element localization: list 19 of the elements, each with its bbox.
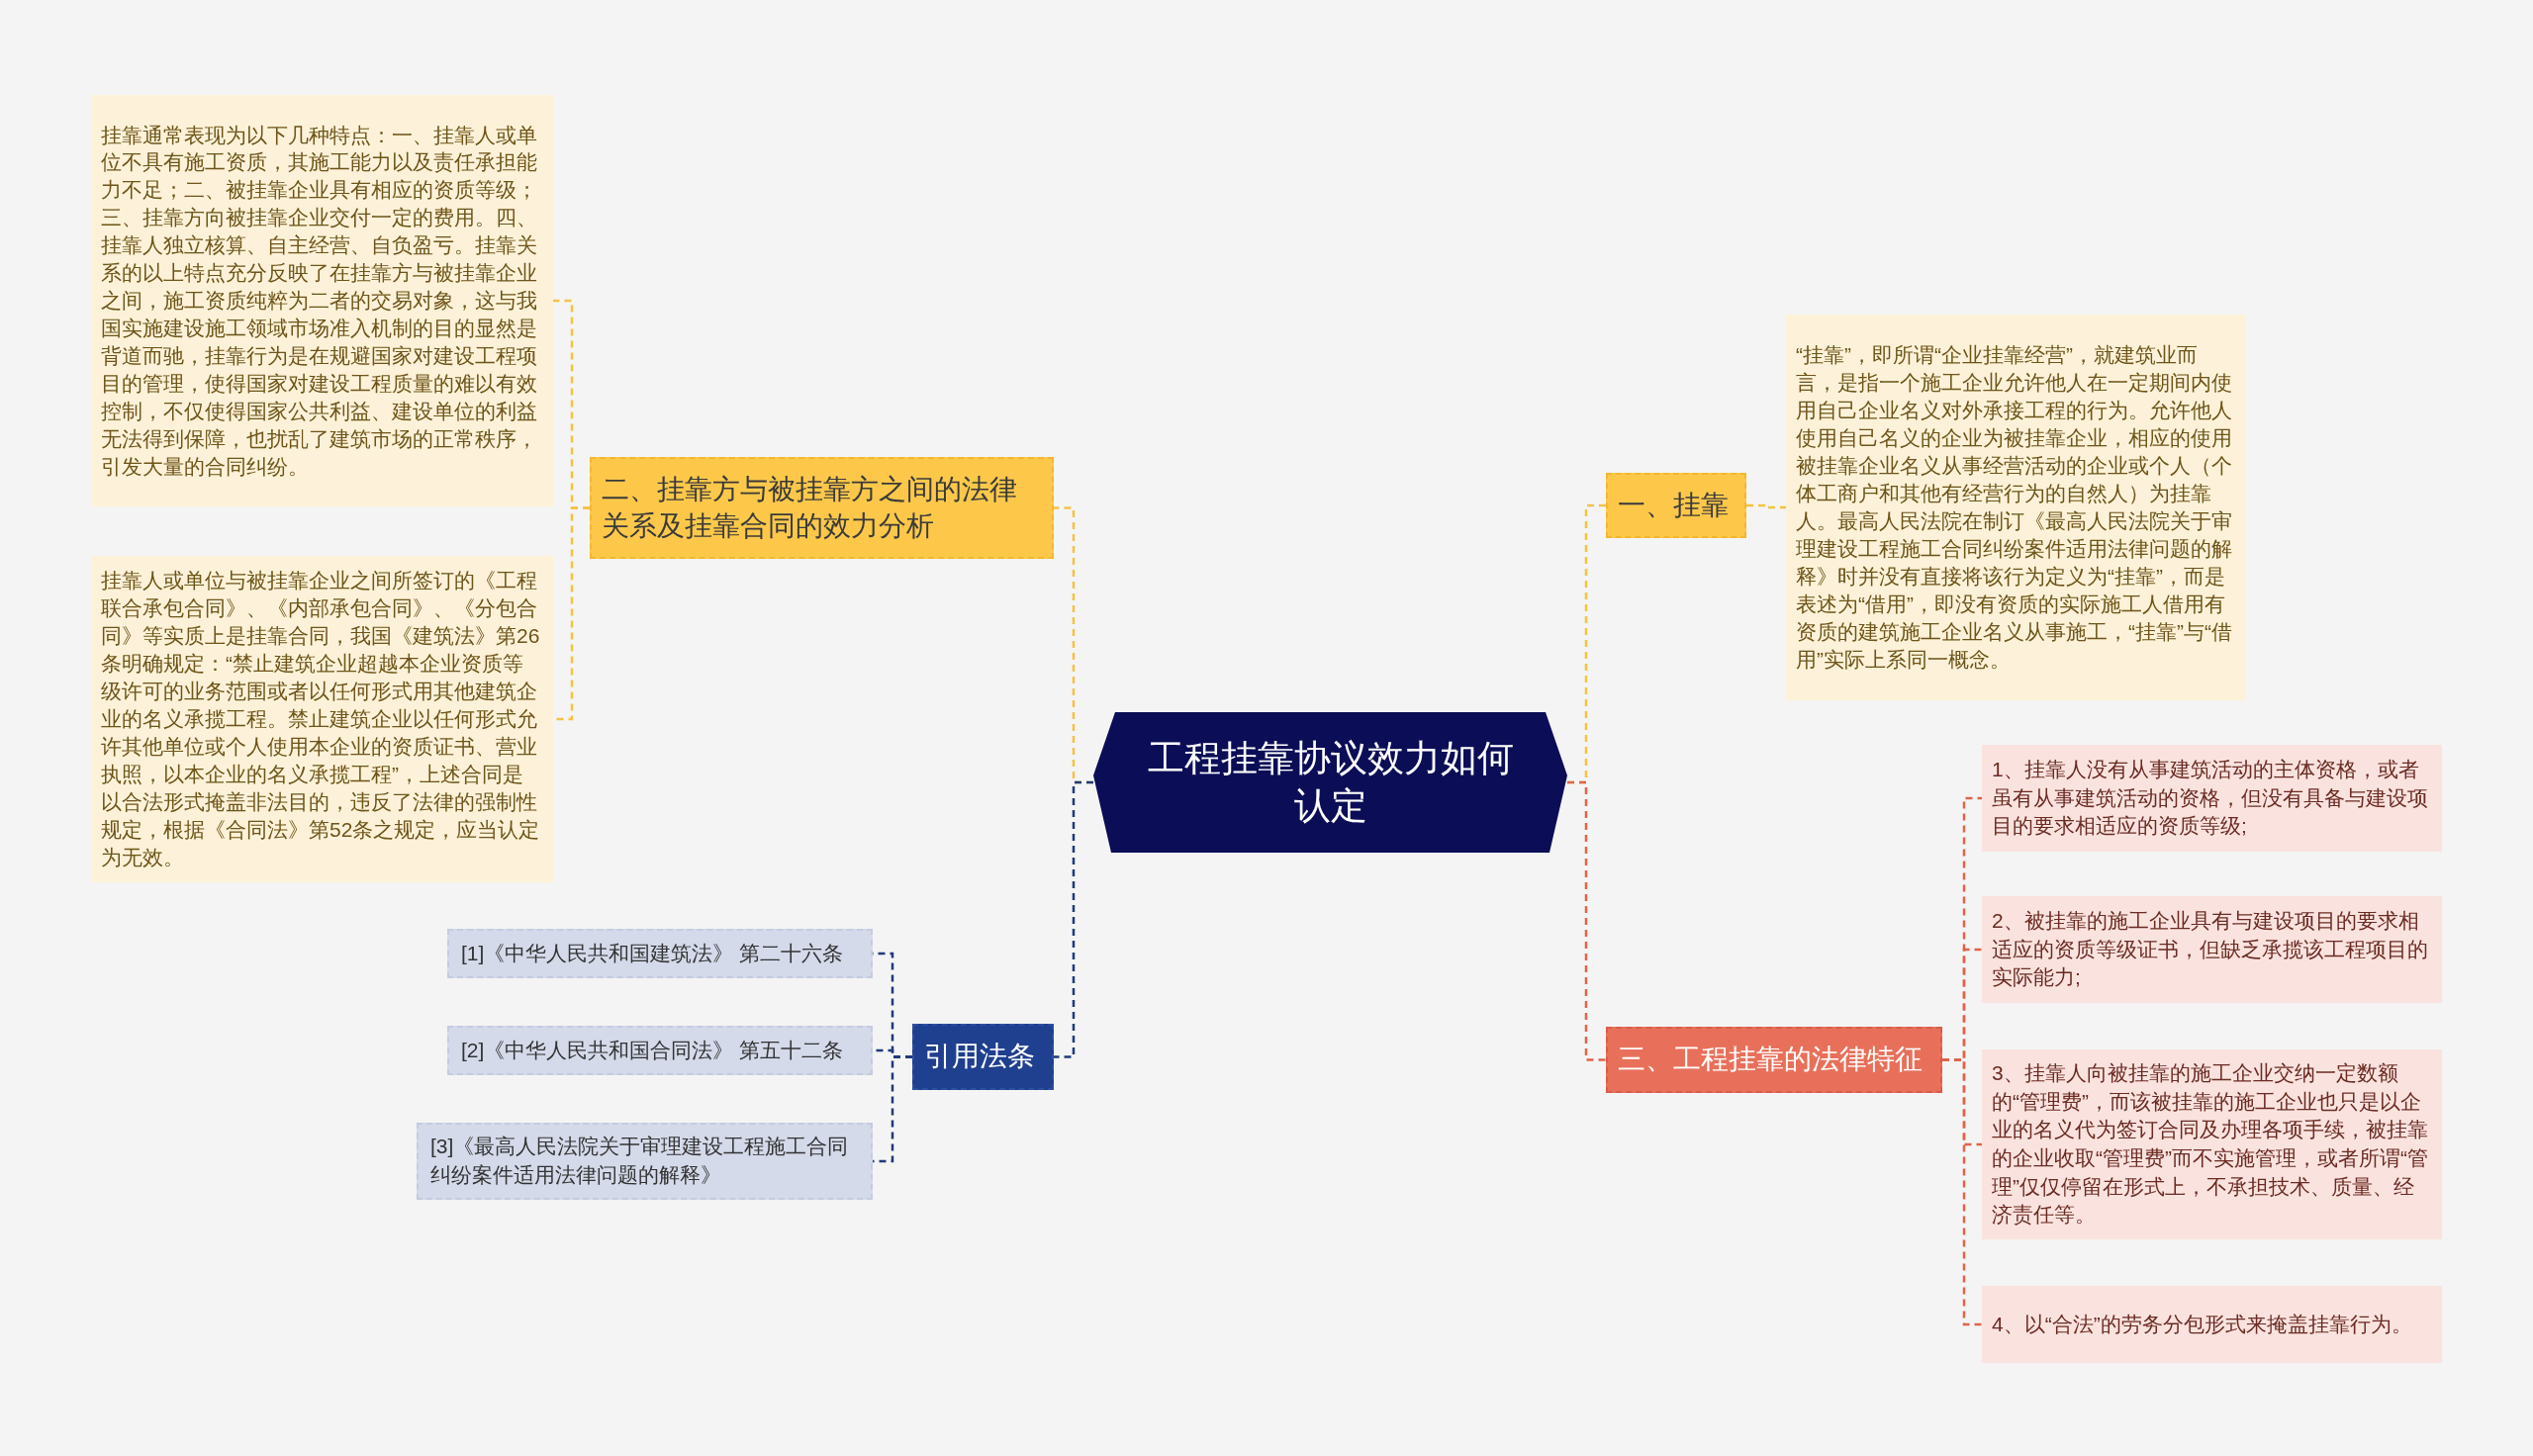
text-box: 4、以“合法”的劳务分包形式来掩盖挂靠行为。: [1982, 1286, 2442, 1363]
text-box: 挂靠人或单位与被挂靠企业之间所签订的《工程联合承包合同》、《内部承包合同》、《分包合同》等实质上是挂靠合同，我国《建筑法》第26条明确规定：“禁止建筑企业超越本企业资质等级许可的业务范围或者以任何形式用其他建筑企业的名义承揽工程。禁止建筑企业以任何形式允许其他单位或个人使用本企业的资质证书、营业执照，以本企业的名义承揽工程”，上述合同是以合法形式掩盖非法目的，违反了法律的强制性规定，根据《合同法》第52条之规定，应当认定为无效。: [91, 556, 553, 882]
connector-line: [1942, 1058, 1982, 1326]
topic-box: 三、工程挂靠的法律特征: [1606, 1027, 1942, 1093]
central-topic: 工程挂靠协议效力如何认定: [1093, 712, 1567, 853]
connector-line: [1054, 780, 1093, 1058]
text-box: 1、挂靠人没有从事建筑活动的主体资格，或者虽有从事建筑活动的资格，但没有具备与建设项目的要求相适应的资质等级;: [1982, 745, 2442, 852]
text-box: 挂靠通常表现为以下几种特点：一、挂靠人或单位不具有施工资质，其施工能力以及责任承担能力不足；二、被挂靠企业具有相应的资质等级；三、挂靠方向被挂靠企业交付一定的费用。四、挂靠人独立核算、自主经营、自负盈亏。挂靠关系的以上特点充分反映了在挂靠方与被挂靠企业之间，施工资质纯粹为二者的交易对象，这与我国实施建设施工领域市场准入机制的目的显然是背道而驰，挂靠行为是在规避国家对建设工程项目的管理，使得国家对建设工程质量的难以有效控制，不仅使得国家公共利益、建设单位的利益无法得到保障，也扰乱了建筑市场的正常秩序，引发大量的合同纠纷。: [91, 95, 553, 506]
text-box: “挂靠”，即所谓“企业挂靠经营”，就建筑业而言，是指一个施工企业允许他人在一定期间内使用自己企业名义对外承接工程的行为。允许他人使用自己名义的企业为被挂靠企业，相应的使用被挂靠企业名义从事经营活动的企业或个人（个体工商户和其他有经营行为的自然人）为挂靠人。最高人民法院在制订《最高人民法院关于审理建设工程施工合同纠纷案件适用法律问题的解释》时并没有直接将该行为定义为“挂靠”，而是表述为“借用”，即没有资质的实际施工人借用有资质的建筑施工企业名义从事施工，“挂靠”与“借用”实际上系同一概念。: [1786, 315, 2246, 700]
topic-box: 引用法条: [912, 1024, 1054, 1090]
text-box: 2、被挂靠的施工企业具有与建设项目的要求相适应的资质等级证书，但缺乏承揽该工程项目的实际能力;: [1982, 896, 2442, 1003]
connector-line: [1567, 780, 1606, 1061]
topic-box: 一、挂靠: [1606, 473, 1746, 538]
text-box: [3]《最高人民法院关于审理建设工程施工合同纠纷案件适用法律问题的解释》: [417, 1123, 873, 1200]
text-box: 3、挂靠人向被挂靠的施工企业交纳一定数额的“管理费”，而该被挂靠的施工企业也只是以企业的名义代为签订合同及办理各项手续，被挂靠的企业收取“管理费”而不实施管理，或者所谓“管理”仅仅停留在形式上，不承担技术、质量、经济责任等。: [1982, 1049, 2442, 1239]
text-box: [1]《中华人民共和国建筑法》 第二十六条: [447, 929, 873, 978]
connector-line: [1746, 503, 1786, 509]
topic-box: 二、挂靠方与被挂靠方之间的法律关系及挂靠合同的效力分析: [590, 457, 1054, 559]
text-box: [2]《中华人民共和国合同法》 第五十二条: [447, 1026, 873, 1075]
